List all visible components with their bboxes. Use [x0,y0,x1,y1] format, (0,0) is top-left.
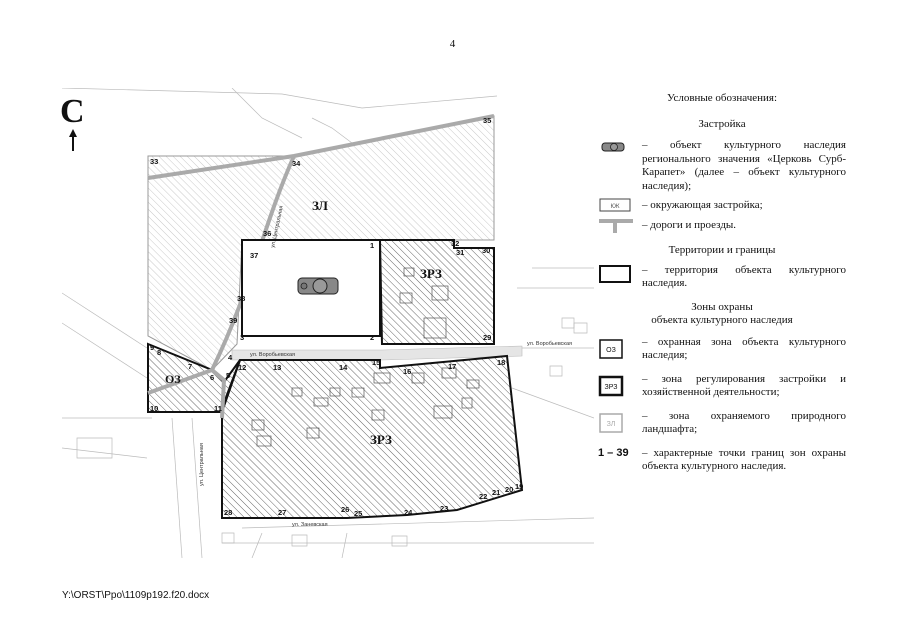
point-label: 30 [482,246,490,255]
svg-text:ЗЛ: ЗЛ [607,421,616,428]
legend-section-zones-1: Зоны охраны [691,300,753,313]
point-label: 13 [273,363,281,372]
protection-zones-map: ЗЛ ЗРЗ ЗРЗ ОЗ ул. Воробьевская ул. Вороб… [62,88,594,558]
zone-label-zrz-north: ЗРЗ [420,266,442,281]
point-label: 9 [150,343,154,352]
zone-label-zl: ЗЛ [312,198,328,213]
point-label: 39 [229,316,237,325]
point-label: 31 [456,248,464,257]
north-arrow: С [60,95,90,155]
road-symbol-icon [599,218,633,233]
point-label: 22 [479,492,487,501]
svg-text:ОЗ: ОЗ [606,347,616,354]
point-label: 17 [448,362,456,371]
point-label: 38 [237,294,245,303]
point-label: 1 [370,241,374,250]
point-label: 6 [210,373,214,382]
building-symbol-icon: КЖ [599,198,631,212]
zrz-symbol-icon: ЗРЗ [598,375,624,396]
legend-item-oz: ОЗ – охранная зона объекта культурного н… [598,336,846,363]
point-label: 23 [440,504,448,513]
buildings-zrz-north [399,267,449,339]
legend-item-zrz: ЗРЗ – зона регулирования застройки и хоз… [598,373,846,400]
point-label: 24 [404,508,413,517]
point-label: 37 [250,251,258,260]
svg-text:ЗРЗ: ЗРЗ [605,384,618,391]
point-label: 32 [451,239,459,248]
point-label: 33 [150,157,158,166]
street-vorobyevskaya [231,345,523,361]
legend-section-building: Застройка [698,117,746,130]
legend-section-territory: Территории и границы [668,244,776,256]
points-range: 1 – 39 [598,446,629,459]
zl-symbol-icon: ЗЛ [599,412,623,433]
legend-title: Условные обозначения: [666,92,778,104]
street-label-vorobyevskaya-east: ул. Воробьевская [527,341,572,347]
legend-item-points: 1 – 39 – характерные точки границ зон ох… [598,446,846,473]
point-label: 11 [214,404,222,413]
north-letter: С [60,93,85,130]
zone-zrz-north [378,239,495,345]
point-label: 29 [483,333,491,342]
road-tsentralnaya [147,367,227,419]
point-label: 8 [157,348,161,357]
point-label: 3 [240,333,244,342]
page-number: 4 [449,38,456,50]
point-label: 7 [188,362,192,371]
oz-symbol-icon: ОЗ [599,338,623,359]
boundary-points: 1 2 3 4 5 6 7 8 9 10 11 12 13 14 15 16 1… [150,116,523,518]
point-label: 16 [403,367,411,376]
legend-section-zones-2: объекта культурного наследия [651,314,793,326]
point-label: 19 [515,482,523,491]
point-label: 28 [224,508,232,517]
street-label-vorobyevskaya: ул. Воробьевская [250,352,295,358]
buildings-zrz-south [251,367,480,447]
church-symbol-icon [601,142,625,152]
church-object [297,277,339,295]
street-label-south: ул. Заневская [292,522,328,528]
point-label: 36 [263,229,271,238]
point-label: 15 [372,358,380,367]
arrow-up-icon [69,129,77,151]
base-map [62,88,594,558]
legend-item-object: – объект культурного наследия региональн… [598,139,846,193]
point-label: 34 [292,159,301,168]
legend-item-surrounding: КЖ – окружающая застройка; [598,198,846,213]
point-label: 10 [150,404,158,413]
point-label: 27 [278,508,286,517]
map-legend: Условные обозначения: Застройка – объект… [598,92,846,474]
zone-label-oz: ОЗ [165,372,181,386]
point-label: 20 [505,485,513,494]
point-label: 26 [341,505,349,514]
point-label: 21 [492,488,500,497]
point-label: 25 [354,509,362,518]
point-label: 14 [339,363,348,372]
territory-symbol-icon [599,264,631,283]
svg-text:КЖ: КЖ [610,204,619,210]
point-label: 12 [238,363,246,372]
point-label: 2 [370,333,374,342]
zone-zrz-south [221,354,524,519]
legend-item-roads: – дороги и проезды. [598,218,846,233]
point-label: 18 [497,358,505,367]
point-label: 35 [483,116,491,125]
point-label: 5 [226,371,230,380]
zone-label-zrz-south: ЗРЗ [370,432,392,447]
legend-item-zl: ЗЛ – зона охраняемого природного ландшаф… [598,410,846,437]
point-label: 4 [228,353,233,362]
street-label-tsentralnaya: ул. Центральная [199,443,205,486]
footer-file-path: Y:\ORST\Ppo\1109p192.f20.docx [62,590,210,601]
legend-item-territory: – территория объекта культурного наследи… [598,264,846,291]
